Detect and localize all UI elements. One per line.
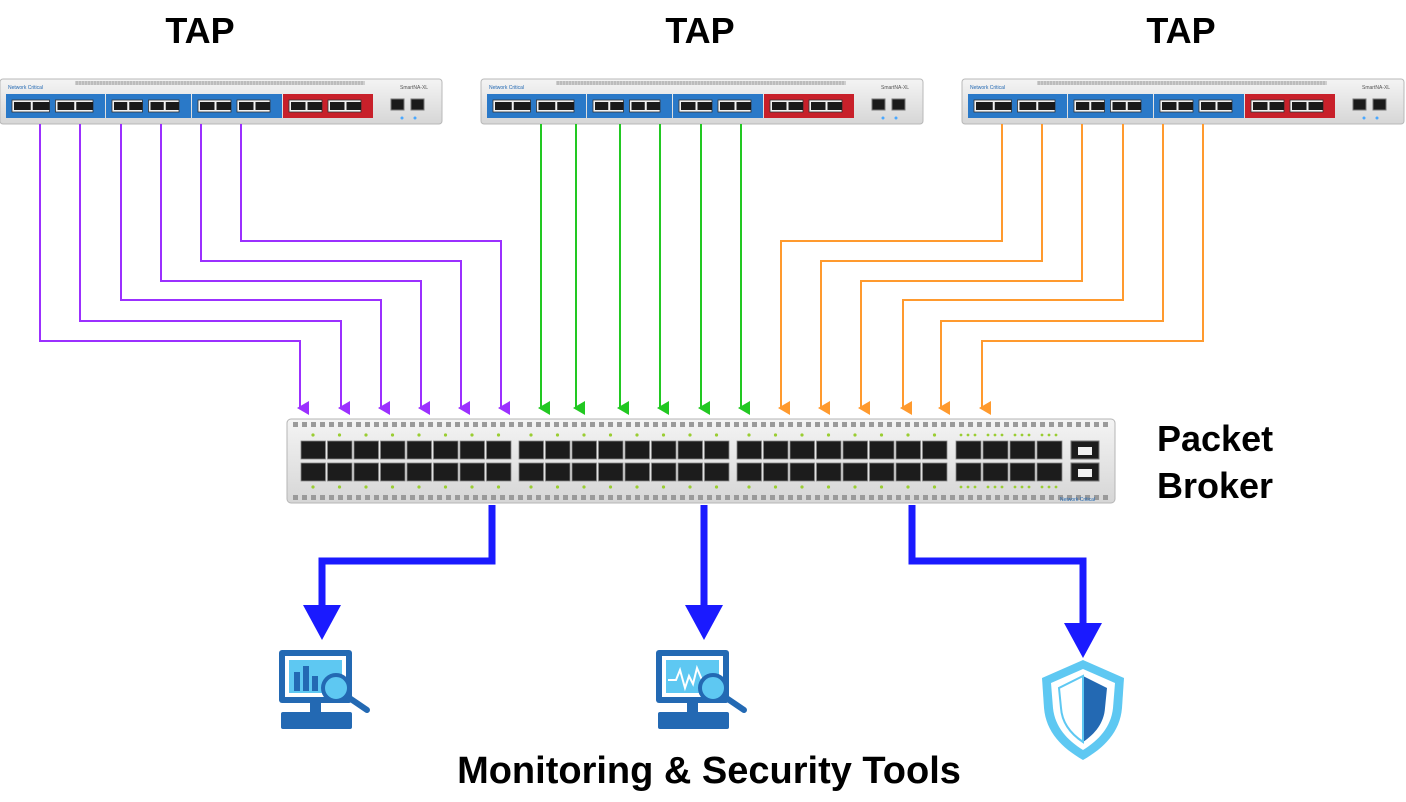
- tap-mgmt-port: [871, 98, 886, 111]
- tap-module: [968, 94, 1067, 118]
- packet-broker-label: Packet Broker: [1157, 418, 1283, 506]
- tap-device-right: Network Critical SmartNA-XL: [961, 78, 1405, 125]
- link-line: [160, 124, 430, 415]
- tap-module: [192, 94, 282, 118]
- tap-module: [283, 94, 373, 118]
- tap-brand-text: Network Critical: [970, 85, 1005, 91]
- link-line: [818, 124, 1043, 415]
- tap-center-to-broker-links: [538, 124, 750, 415]
- tap-label-right: TAP: [1146, 10, 1215, 51]
- tools-label: Monitoring & Security Tools: [457, 750, 961, 792]
- arrowhead-left: [303, 605, 341, 640]
- tap-module: [673, 94, 763, 118]
- tap-model-text: SmartNA-XL: [881, 85, 909, 91]
- tap-label-center: TAP: [665, 10, 734, 51]
- tap-model-text: SmartNA-XL: [1362, 85, 1390, 91]
- link-line: [39, 124, 309, 415]
- tap-module: [764, 94, 854, 118]
- security-shield-icon: [1042, 660, 1124, 760]
- broker-port-group: [736, 433, 948, 489]
- packet-broker-label-line1: Packet: [1157, 418, 1273, 459]
- link-line: [240, 124, 510, 415]
- tap-module: [487, 94, 586, 118]
- link-line: [778, 124, 1003, 415]
- tap-mgmt-port: [891, 98, 906, 111]
- tap-module: [1245, 94, 1335, 118]
- tap-module: [6, 94, 105, 118]
- tap-label-left: TAP: [165, 10, 234, 51]
- link-line: [200, 124, 470, 415]
- tap-device-left: Network Critical SmartNA-XL: [0, 78, 443, 125]
- tap-mgmt-port: [390, 98, 405, 111]
- arrowhead-right: [1064, 623, 1102, 658]
- link-line: [900, 124, 1124, 415]
- tool-link-left: [318, 505, 496, 612]
- tap-module: [1068, 94, 1153, 118]
- tap-brand-text: Network Critical: [489, 85, 524, 91]
- tap-left-to-broker-links: [39, 124, 510, 415]
- tap-mgmt-port: [410, 98, 425, 111]
- broker-brand-text: Network Critical: [1060, 497, 1095, 503]
- monitor-waveform-magnifier-icon: [656, 650, 747, 729]
- packet-broker-device: Network Critical: [286, 418, 1116, 504]
- broker-to-tools-links: [303, 505, 1102, 658]
- tool-link-right: [908, 505, 1087, 630]
- broker-port-group: [518, 433, 730, 489]
- tap-brand-text: Network Critical: [8, 85, 43, 91]
- broker-uplink-group: [955, 433, 1063, 489]
- link-line: [979, 124, 1204, 415]
- tap-module: [106, 94, 191, 118]
- link-line: [938, 124, 1164, 415]
- tap-mgmt-port: [1352, 98, 1367, 111]
- link-line: [858, 124, 1083, 415]
- link-line: [120, 124, 390, 415]
- tap-model-text: SmartNA-XL: [400, 85, 428, 91]
- monitor-bar-chart-magnifier-icon: [279, 650, 370, 729]
- tap-module: [1154, 94, 1244, 118]
- tap-right-to-broker-links: [778, 124, 1204, 415]
- tap-module: [587, 94, 672, 118]
- packet-broker-label-line2: Broker: [1157, 465, 1273, 506]
- tap-device-center: Network Critical SmartNA-XL: [480, 78, 924, 125]
- tap-mgmt-port: [1372, 98, 1387, 111]
- broker-port-group: [300, 433, 512, 489]
- broker-chassis: [286, 418, 1116, 504]
- arrowhead-center: [685, 605, 723, 640]
- link-line: [79, 124, 350, 415]
